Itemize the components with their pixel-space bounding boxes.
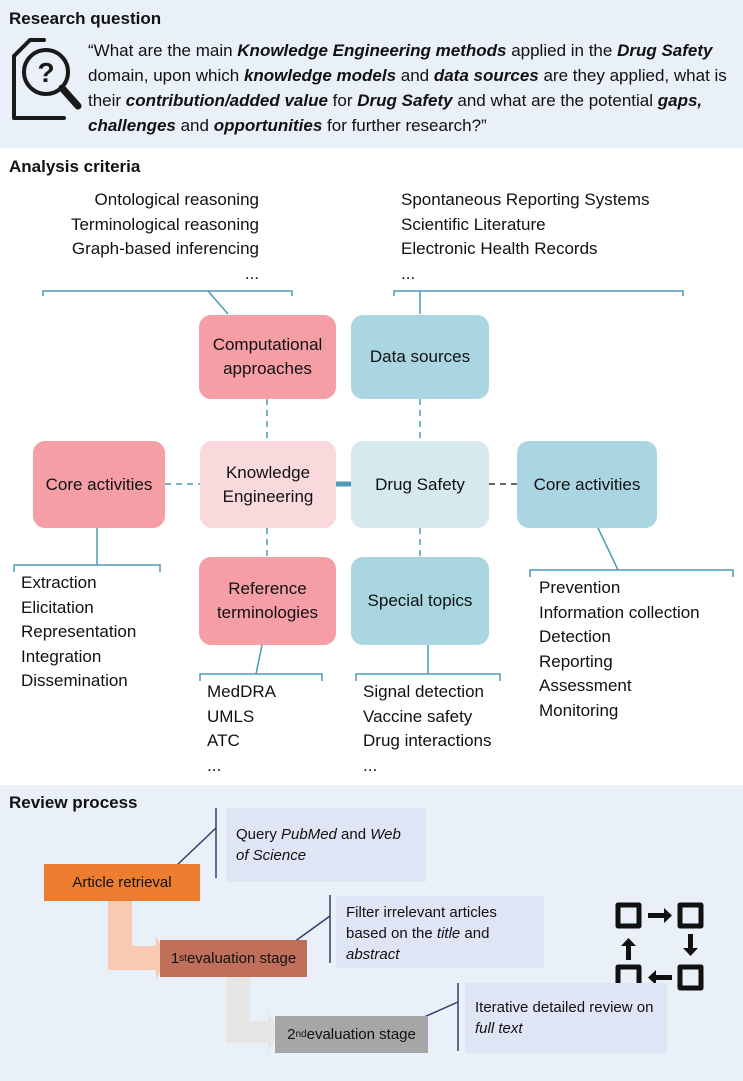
core-activity-item: Elicitation	[21, 597, 94, 617]
core-activity-item: Detection	[539, 627, 611, 646]
second-stage-label: evaluation stage	[306, 1026, 416, 1043]
research-question-title: Research question	[9, 9, 162, 28]
knowledge-engineering-box: Knowledge Engineering	[200, 441, 336, 528]
rq-emphasis: Drug Safety	[357, 91, 453, 110]
note1-and: and	[336, 826, 371, 843]
rq-text-run: and	[396, 66, 434, 85]
research-question-band	[0, 0, 743, 148]
data-source-item: Spontaneous Reporting Systems	[401, 190, 650, 209]
rq-text-run: domain, upon which	[88, 66, 244, 85]
computational-approach-item: Ontological reasoning	[94, 190, 259, 209]
first-stage-label: evaluation stage	[186, 950, 297, 967]
special-topic-item: Drug interactions	[363, 731, 492, 750]
core-activity-item: Assessment	[539, 676, 632, 695]
rq-text-run: and what are the potential	[452, 91, 658, 110]
note3-full-text: full text	[475, 1020, 523, 1037]
analysis-criteria-title: Analysis criteria	[9, 157, 141, 176]
rq-emphasis: gaps, challenges	[88, 91, 703, 135]
rq-text-run: applied in the	[506, 41, 618, 60]
second-stage-number: 2	[287, 1026, 296, 1043]
note2-abstract: abstract	[346, 946, 400, 963]
reference-terminologies-list: MedDRA UMLS ATC...	[207, 680, 276, 778]
computational-approaches-box: Computational approaches	[199, 315, 336, 399]
note1-text: Query	[236, 826, 282, 843]
special-topic-item: ...	[363, 755, 378, 775]
core-activity-item: Information collection	[539, 602, 700, 622]
filter-note: Filter irrelevant articles based on the …	[336, 896, 544, 968]
reference-terminology-item: UMLS	[207, 706, 255, 726]
data-sources-box: Data sources	[351, 315, 489, 399]
first-stage-number: 1	[170, 950, 180, 967]
core-activity-item: Monitoring	[539, 700, 619, 720]
core-activity-item: Representation	[21, 622, 137, 641]
core-activities-right-box: Core activities	[517, 441, 657, 528]
computational-approach-item: ...	[244, 263, 259, 283]
note2-and: and	[460, 925, 490, 942]
data-source-item: Electronic Health Records	[401, 239, 598, 258]
note3-text: Iterative detailed review on	[475, 999, 654, 1016]
review-process-title: Review process	[9, 793, 138, 812]
note1-pubmed: PubMed	[281, 826, 337, 843]
core-activity-item: Extraction	[21, 573, 97, 592]
reference-terminology-item: ...	[207, 755, 222, 775]
first-stage-suffix: st	[179, 953, 187, 964]
rq-text-run: are they applied, what is their	[88, 66, 727, 110]
reference-terminology-item: MedDRA	[207, 682, 276, 701]
data-source-item: Scientific Literature	[401, 214, 546, 234]
reference-terminology-item: ATC	[207, 731, 240, 750]
iterative-review-note: Iterative detailed review on full text	[465, 983, 667, 1053]
research-question-text: “What are the main Knowledge Engineering…	[88, 38, 728, 138]
note1-wos: Web of Science	[236, 826, 401, 864]
core-activity-item: Dissemination	[21, 671, 128, 690]
note2-title: title	[436, 925, 461, 942]
computational-approach-item: Graph-based inferencing	[71, 239, 259, 258]
special-topic-item: Signal detection	[363, 682, 484, 701]
core-activities-left-box: Core activities	[33, 441, 165, 528]
query-note: Query PubMed and Web of Science	[226, 808, 426, 882]
rq-emphasis: contribution/added value	[125, 91, 328, 110]
drug-safety-box: Drug Safety	[351, 441, 489, 528]
rq-emphasis: knowledge models	[243, 66, 397, 85]
second-stage-suffix: nd	[295, 1029, 307, 1040]
core-activity-item: Reporting	[539, 651, 613, 671]
rq-text-run: for further research?”	[322, 116, 487, 135]
article-retrieval-step: Article retrieval	[44, 864, 200, 901]
reference-terminologies-box: Reference terminologies	[199, 557, 336, 645]
rq-emphasis: data sources	[433, 66, 539, 85]
rq-emphasis: Knowledge Engineering methods	[237, 41, 507, 60]
rq-emphasis: opportunities	[213, 116, 323, 135]
special-topic-item: Vaccine safety	[363, 706, 473, 726]
core-activity-item: Integration	[21, 646, 102, 666]
computational-approach-item: Terminological reasoning	[70, 214, 259, 234]
note2-text: Filter irrelevant articles based on the	[346, 904, 497, 942]
rq-text-run: “What are the main	[88, 41, 238, 60]
rq-text-run: and	[175, 116, 214, 135]
data-source-item: ...	[401, 263, 416, 283]
special-topics-box: Special topics	[351, 557, 489, 645]
core-activity-item: Prevention	[539, 578, 621, 597]
rq-text-run: for	[327, 91, 358, 110]
rq-emphasis: Drug Safety	[617, 41, 713, 60]
